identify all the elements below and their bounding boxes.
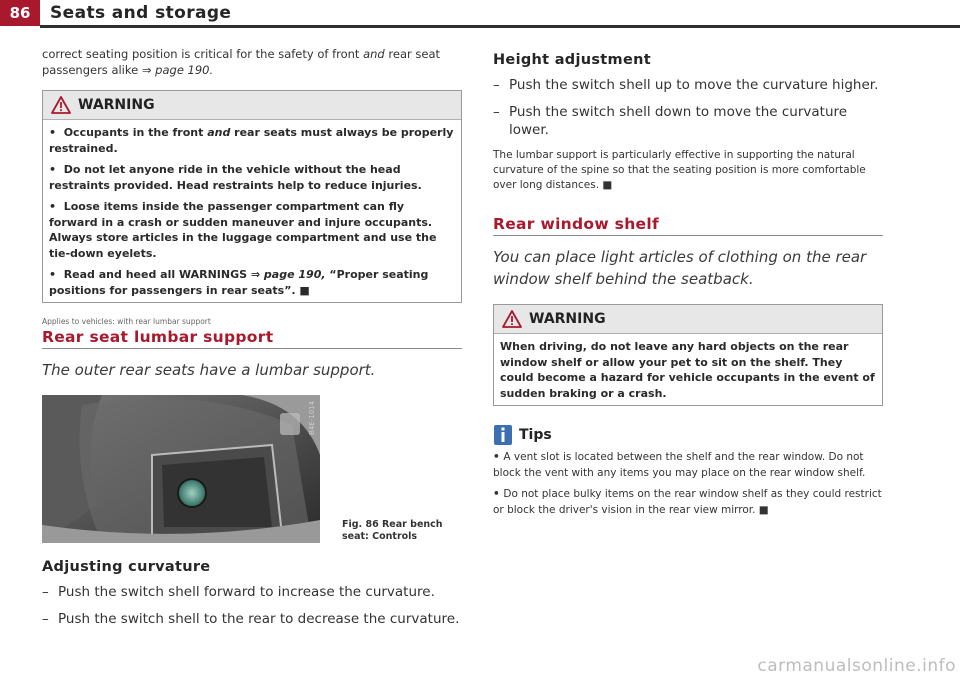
warning-item: • Read and heed all WARNINGS ⇒ page 190,… — [49, 268, 429, 297]
section-title: Rear seat lumbar support — [42, 328, 274, 346]
warning-item: • Loose items inside the passenger compa… — [49, 200, 437, 260]
warning-item: • Do not let anyone ride in the vehicle … — [49, 163, 422, 192]
list-item: Push the switch shell forward to increas… — [42, 583, 462, 601]
page-header-title: Seats and storage — [50, 3, 232, 23]
watermark: carmanualsonline.info — [757, 656, 956, 676]
warning-box: WARNING • Occupants in the front and rea… — [42, 90, 462, 303]
warning-header: WARNING — [494, 305, 882, 334]
warning-body: When driving, do not leave any hard obje… — [494, 334, 882, 405]
right-column: Height adjustment Push the switch shell … — [493, 46, 883, 524]
height-steps: Push the switch shell up to move the cur… — [493, 76, 883, 139]
section-rule — [493, 235, 883, 236]
page-reference-link[interactable]: ⇒ page 190, — [250, 268, 326, 281]
list-item: A vent slot is located between the shelf… — [493, 450, 883, 481]
figure-caption: Fig. 86 Rear bench seat: Controls — [342, 519, 443, 542]
left-column: correct seating position is critical for… — [42, 46, 462, 637]
page-reference-link[interactable]: ⇒ page 190. — [141, 63, 214, 77]
section-rule — [42, 348, 462, 349]
warning-box: WARNING When driving, do not leave any h… — [493, 304, 883, 406]
intro-paragraph: correct seating position is critical for… — [42, 47, 440, 77]
section-title: Rear window shelf — [493, 215, 660, 233]
section-intro: You can place light articles of clothing… — [493, 248, 867, 288]
adjusting-curvature-title: Adjusting curvature — [42, 559, 211, 575]
tips-header: Tips — [493, 424, 883, 446]
lumbar-note: The lumbar support is particularly effec… — [493, 149, 866, 191]
list-item: Do not place bulky items on the rear win… — [493, 487, 883, 518]
section-intro: The outer rear seats have a lumbar suppo… — [42, 361, 376, 379]
list-item: Push the switch shell up to move the cur… — [493, 76, 883, 94]
warning-title: WARNING — [529, 311, 606, 327]
warning-text: When driving, do not leave any hard obje… — [500, 340, 875, 400]
seat-controls-photo — [42, 395, 320, 543]
warning-item: • Occupants in the front and rear seats … — [49, 126, 454, 155]
tips-list: A vent slot is located between the shelf… — [493, 450, 883, 518]
list-item: Push the switch shell down to move the c… — [493, 103, 883, 139]
header-rule — [40, 25, 960, 28]
warning-triangle-icon — [502, 310, 522, 328]
warning-title: WARNING — [78, 97, 155, 113]
info-icon — [494, 425, 512, 445]
warning-header: WARNING — [43, 91, 461, 120]
height-adjustment-title: Height adjustment — [493, 52, 651, 68]
warning-triangle-icon — [51, 96, 71, 114]
adjusting-steps: Push the switch shell forward to increas… — [42, 583, 462, 628]
figure: B4E-1014 Fig. 86 Rear bench seat: Contro… — [42, 395, 462, 543]
figure-code: B4E-1014 — [308, 401, 316, 436]
page-number: 86 — [0, 0, 40, 26]
warning-body: • Occupants in the front and rear seats … — [43, 120, 461, 302]
tips-title: Tips — [519, 427, 552, 443]
list-item: Push the switch shell to the rear to dec… — [42, 610, 462, 628]
applies-to-note: Applies to vehicles: with rear lumbar su… — [42, 317, 211, 326]
